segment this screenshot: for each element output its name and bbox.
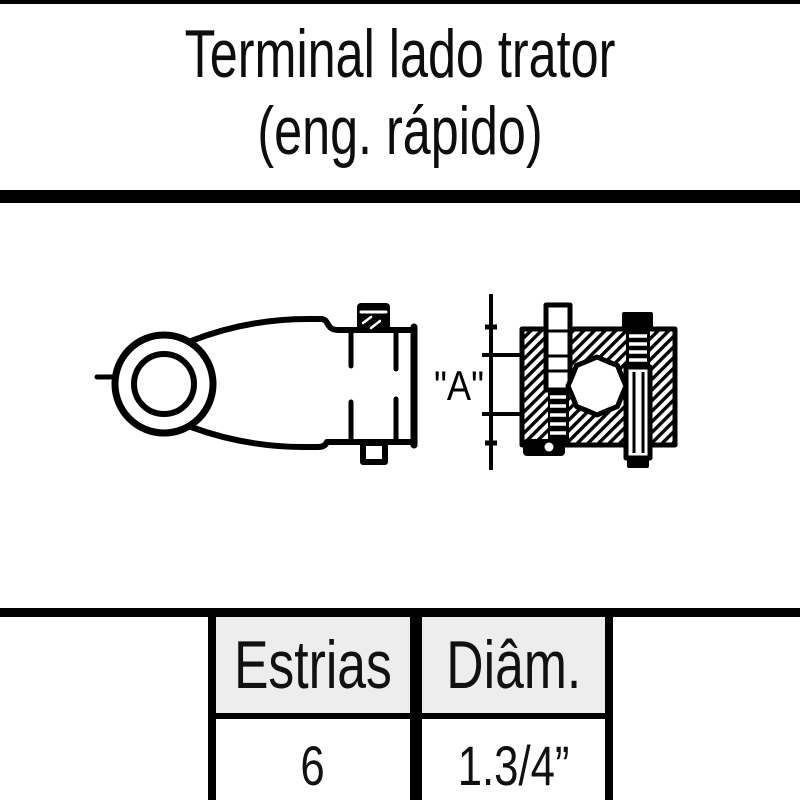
pin-button-hatch <box>361 315 382 330</box>
groove-lines <box>348 328 399 444</box>
header-label-estrias: Estrias <box>234 627 392 703</box>
ring-bore <box>131 351 197 417</box>
pin-retainer-hole <box>544 442 554 452</box>
lock-pin-channel <box>543 302 573 393</box>
column-divider-lower <box>410 719 422 800</box>
value-cell-estrias: 6 <box>216 719 410 800</box>
column-divider <box>410 617 422 713</box>
section-view <box>519 302 678 468</box>
table-top-line <box>0 608 800 617</box>
title-divider-line <box>0 190 800 203</box>
latch-pin <box>623 364 653 461</box>
upper-neck-contour <box>188 316 417 344</box>
latch-top-cap <box>622 312 653 329</box>
pin-retainer-blob <box>523 439 565 456</box>
page-title-line1: Terminal lado trator <box>184 16 616 92</box>
header-cell-estrias: Estrias <box>216 617 410 713</box>
lower-neck-contour <box>188 424 417 450</box>
dimension-label: "A" <box>434 362 484 409</box>
extension-lines <box>482 353 520 416</box>
header-cell-diam: Diâm. <box>422 617 605 713</box>
latch-spring-coils <box>629 334 647 362</box>
spec-table: Estrias Diâm. 6 1.3/4” <box>208 617 613 800</box>
header-label-diam: Diâm. <box>446 627 581 703</box>
side-view-yoke <box>94 303 418 465</box>
bottom-tab <box>360 440 388 465</box>
spec-table-header-row: Estrias Diâm. <box>216 617 605 719</box>
splined-bore <box>565 354 629 418</box>
latch-bottom-cap <box>627 456 649 468</box>
value-cell-diam: 1.3/4” <box>422 719 605 800</box>
lock-pin-rings <box>548 329 568 373</box>
page-title-line2: (eng. rápido) <box>257 93 543 169</box>
top-border-line <box>0 0 800 4</box>
latch-pin-lines <box>632 372 645 453</box>
value-estrias: 6 <box>300 734 326 797</box>
pin-spring-coils <box>550 395 566 435</box>
page-title: Terminal lado trator (eng. rápido) <box>0 16 800 170</box>
technical-drawing: "A" <box>94 294 678 470</box>
value-diam: 1.3/4” <box>457 734 570 797</box>
dimension-annotation: "A" <box>434 294 520 470</box>
spec-table-value-row: 6 1.3/4” <box>216 719 605 800</box>
lock-pin-button <box>357 303 390 331</box>
dimension-arrow-ticks <box>485 324 497 446</box>
